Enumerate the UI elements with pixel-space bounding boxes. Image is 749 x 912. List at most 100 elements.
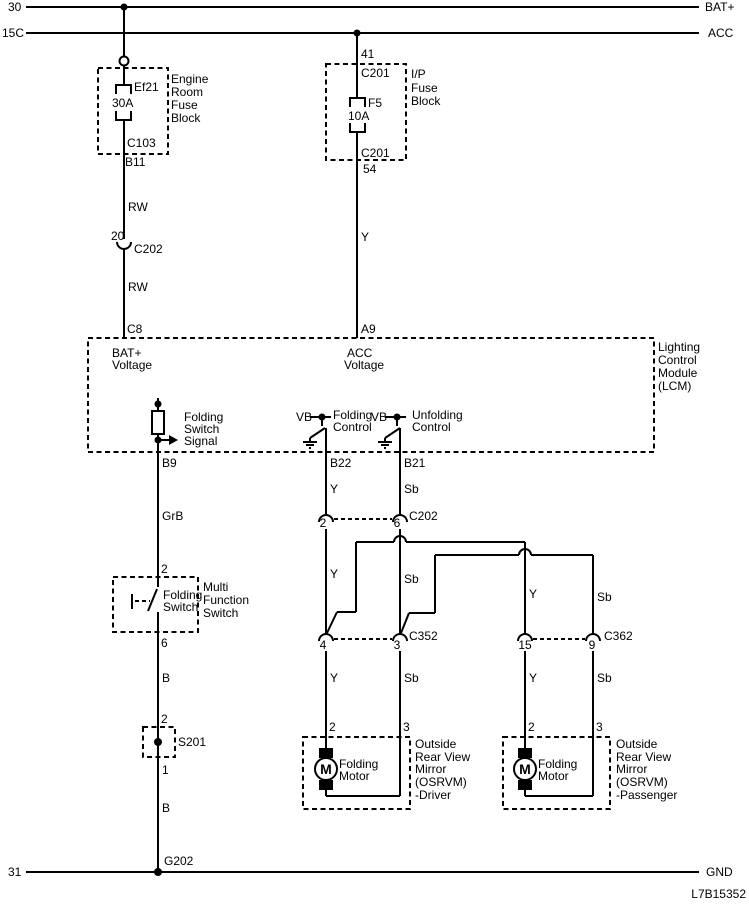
wire-color-label: Sb [404,482,419,496]
connector-pin: 15 [518,638,532,652]
unfold-control-label: Unfolding [412,408,463,422]
pin-label: 3 [403,720,410,734]
connector-pin: 2 [320,516,327,530]
bat-feed-wire: RW 20 C202 RW C8 [111,120,163,338]
wire-segment [400,612,410,634]
wire-color-label: Sb [597,671,612,685]
gnd-rail: 31 GND [8,865,733,879]
mfs-switch-label: Switch [163,600,198,614]
lcm-title-line: Lighting [658,340,700,354]
lcm-bat-input-label: Voltage [112,358,152,372]
wire-color-label: Y [529,587,537,601]
terminal-circle [118,55,130,67]
motor-terminal [518,748,532,758]
fold-signal-label: Folding [184,410,223,424]
wire-color-label: GrB [162,509,183,523]
driver-mirror-outline [302,736,411,810]
connector-pin: 3 [394,638,401,652]
wire-hop [393,535,407,543]
mfs-switch-label: Folding [163,588,202,602]
motor-label-line: Folding [538,757,577,771]
driver-mirror: Y Sb 2 3 M Folding Motor Outside Rear Vi… [302,651,470,810]
junction-dot [393,413,401,421]
diagram-code: L7B15352 [691,887,746,901]
resistor-symbol [151,410,165,435]
vb-supply-label: VB [371,410,387,424]
fuse-id-label: F5 [368,96,382,110]
vb-supply-label: VB [296,410,312,424]
gnd-rail-right-label: GND [706,865,733,879]
wire-color-label: Sb [597,590,612,604]
acc-rail-left-label: 15C [2,26,24,40]
inline-connector-arc [116,241,132,250]
fold-control-label: Control [333,420,372,434]
pin-label: 1 [162,763,169,777]
passenger-mirror-outline [502,736,611,810]
splice-outline [142,726,176,758]
mfs-title-line: Function [203,593,249,607]
engine-fuse-block-outline [97,67,169,155]
fold-signal-label: Switch [184,422,219,436]
wire-color-label: Y [330,567,338,581]
pin-label: 6 [161,636,168,650]
block-title-line: Block [171,111,201,125]
connector-arc [392,633,408,642]
inline-connector-name: C202 [134,242,163,256]
motor-terminal [319,748,333,758]
motor-m-label: M [519,761,531,777]
lcm-bat-input-label: BAT+ [112,346,141,360]
connector-c352: 4 3 C352 [318,629,438,652]
wire-color-label: Sb [404,671,419,685]
wire-color-label: B [162,671,170,685]
splice-dot [154,738,162,746]
wire-color-label: B [162,801,170,815]
fuse-symbol-top [349,97,366,107]
gnd-rail-left-label: 31 [8,865,22,879]
acc-rail-right-label: ACC [708,26,734,40]
mirror-title-line: Outside [616,737,658,751]
mirror-title-line: -Driver [415,788,451,802]
mirror-title-line: (OSRVM) [616,775,668,789]
crossover-wires: Y Sb Y Sb [325,529,612,634]
motor-m-label: M [320,761,332,777]
motor-body [513,757,537,781]
lcm-title-line: Module [658,366,698,380]
lcm-outline [87,337,655,453]
fold-signal-label: Signal [184,434,217,448]
mirror-title-line: (OSRVM) [415,775,467,789]
connector-pin: 6 [394,516,401,530]
lcm-pin-label: C8 [127,322,143,336]
ip-fuse-block-outline [325,63,407,161]
pin-label: 2 [161,712,168,726]
pin-label: 2 [329,720,336,734]
signal-arrow-icon [169,435,178,445]
ground-icon [378,441,392,449]
wire-color-label: Y [330,482,338,496]
lcm-pin-b21: B21 [404,456,426,470]
inline-connector-pin: 20 [111,229,125,243]
block-title-line: Fuse [411,81,438,95]
lcm-acc-input-label: ACC [347,346,373,360]
connector-pin: 4 [320,638,327,652]
connector-pin: 9 [589,638,596,652]
mirror-title-line: Mirror [616,762,647,776]
connector-label: C103 [127,136,156,150]
folding-motor-icon: M [513,748,537,790]
wire-segment [326,611,338,634]
motor-body [314,757,338,781]
mfs-title-line: Multi [203,580,228,594]
splice-name: S201 [178,735,206,749]
motor-label-line: Motor [339,769,370,783]
fold-control-label: Folding [333,408,372,422]
block-title-line: Room [171,85,203,99]
pin-label: 54 [363,162,377,176]
wire-hop [518,548,532,556]
mirror-title-line: Mirror [415,762,446,776]
junction-dot [318,413,326,421]
connector-label: C201 [361,146,390,160]
acc-rail: 15C ACC [2,26,734,40]
wire-color-label: RW [128,280,148,294]
connector-name: C352 [409,629,438,643]
wire-color-label: Y [529,671,537,685]
